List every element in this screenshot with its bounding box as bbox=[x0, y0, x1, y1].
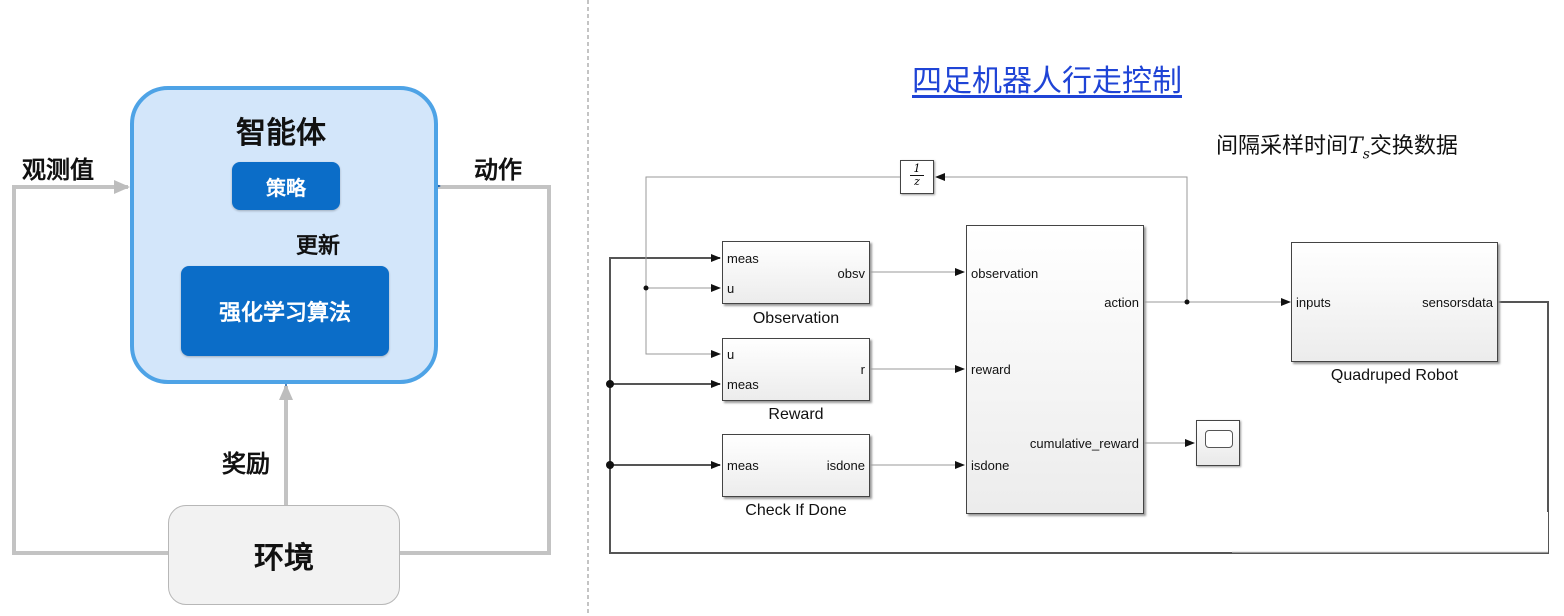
observation-subsystem[interactable]: meas u obsv bbox=[722, 241, 870, 304]
scope-block[interactable] bbox=[1196, 420, 1240, 466]
action-label: 动作 bbox=[474, 156, 522, 184]
observation-label: 观测值 bbox=[22, 156, 94, 184]
check-if-done-label: Check If Done bbox=[745, 502, 847, 519]
reward-subsystem[interactable]: u meas r bbox=[722, 338, 870, 401]
ts-subscript: s bbox=[1362, 146, 1370, 163]
sample-time-note-post: 交换数据 bbox=[1369, 134, 1458, 159]
port-u: u bbox=[727, 281, 735, 296]
environment-block: 环境 bbox=[168, 505, 400, 605]
port-reward: reward bbox=[971, 362, 1011, 377]
port-cumulative-reward: cumulative_reward bbox=[1029, 436, 1139, 451]
port-meas: meas bbox=[727, 458, 759, 473]
check-if-done-subsystem[interactable]: meas isdone bbox=[722, 434, 870, 497]
port-isdone: isdone bbox=[971, 458, 1010, 473]
port-inputs: inputs bbox=[1296, 295, 1331, 310]
rl-agent-block[interactable]: observation reward isdone action cumulat… bbox=[966, 225, 1144, 514]
reward-label: 奖励 bbox=[222, 450, 270, 478]
port-isdone: isdone bbox=[826, 458, 865, 473]
port-meas: meas bbox=[727, 377, 759, 392]
port-sensorsdata: sensorsdata bbox=[1422, 295, 1493, 310]
ts-symbol: T bbox=[1348, 134, 1363, 159]
port-u: u bbox=[727, 347, 735, 362]
port-observation: observation bbox=[971, 266, 1039, 281]
reward-subsystem-label: Reward bbox=[768, 406, 824, 423]
unit-delay-num: 1 bbox=[913, 162, 921, 175]
quadruped-robot-label: Quadruped Robot bbox=[1330, 367, 1459, 384]
sample-time-note-pre: 间隔采样时间 bbox=[1216, 134, 1349, 159]
port-action: action bbox=[1104, 295, 1139, 310]
port-obsv: obsv bbox=[837, 266, 865, 281]
agent-title: 智能体 bbox=[236, 116, 326, 151]
quadruped-robot-block[interactable]: inputs sensorsdata bbox=[1291, 242, 1498, 362]
port-meas: meas bbox=[727, 251, 759, 266]
model-title-link[interactable]: 四足机器人行走控制 bbox=[912, 64, 1182, 99]
unit-delay-block[interactable]: 1 z bbox=[900, 160, 934, 194]
policy-block: 策略 bbox=[232, 162, 340, 210]
scope-screen-icon bbox=[1205, 430, 1233, 448]
sample-time-note: 间隔采样时间Ts交换数据 bbox=[1216, 128, 1458, 162]
update-label: 更新 bbox=[296, 234, 341, 259]
port-r: r bbox=[860, 362, 865, 377]
unit-delay-den: z bbox=[914, 175, 920, 188]
rl-algorithm-block: 强化学习算法 bbox=[181, 266, 389, 356]
observation-subsystem-label: Observation bbox=[752, 310, 840, 327]
